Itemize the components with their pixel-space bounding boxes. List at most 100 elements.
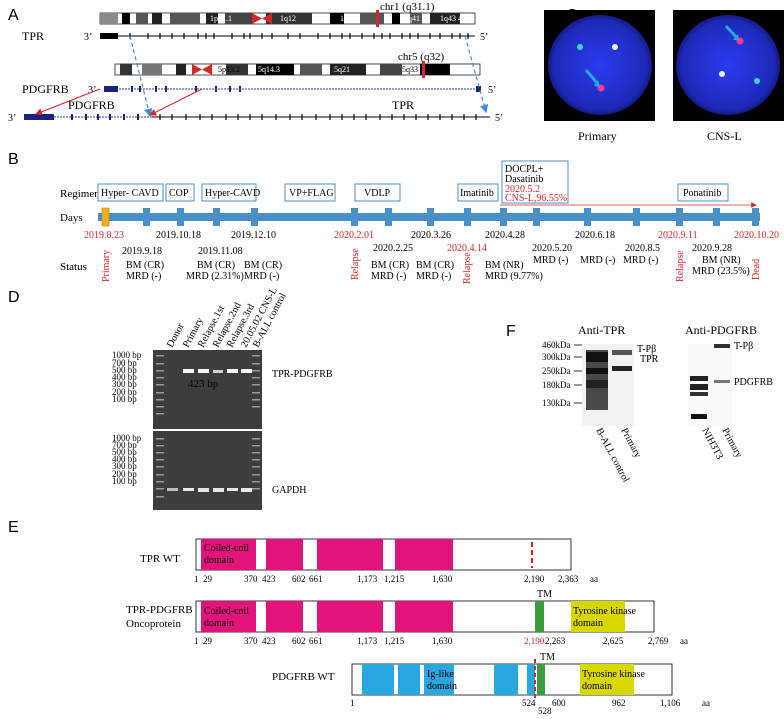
- chr1-ideogram: 1p31.1 1q12 1q31 1q41 1q43 44 chr1 (q31.…: [99, 1, 476, 27]
- tpr-gene-label: TPR: [22, 29, 44, 43]
- gel-band: [183, 488, 194, 491]
- timeline-marker: [351, 208, 358, 226]
- aa-position-label: 2,190: [524, 574, 545, 584]
- fusion-protein: TPR-PDGFRB Oncoprotein TM Coiled-coil do…: [126, 589, 688, 646]
- tpr-gene: TPR 3’ 5’: [22, 29, 488, 43]
- chr1-label: chr1 (q31.1): [380, 1, 435, 13]
- date-label: 2019.8.23: [84, 230, 124, 241]
- kda-marker-label: 460kDa: [542, 340, 571, 350]
- status-mrd: MRD (-): [533, 255, 568, 266]
- gel-band: [213, 370, 223, 373]
- aa-position-label: 1,215: [384, 574, 405, 584]
- aa-position-label: 2,190: [524, 636, 545, 646]
- regimen-box: [97, 183, 164, 202]
- kda-marker-label: 180kDa: [542, 380, 571, 390]
- status-bm: BM (NR): [702, 255, 741, 266]
- status-bm: BM (CR): [197, 260, 235, 271]
- coiled-coil-label: Coiled-coil: [204, 606, 249, 617]
- date-label: 2019.11.08: [198, 246, 243, 257]
- aa-position-label: 602: [292, 574, 306, 584]
- aa-position-label: 661: [309, 574, 323, 584]
- regimens-label: Regimens: [60, 188, 104, 200]
- aa-position-label: 370: [244, 574, 258, 584]
- tk-domain-label: domain: [582, 681, 612, 692]
- aa-position-label: 524: [522, 698, 536, 708]
- gel-band: [241, 488, 252, 492]
- regimen-box: [201, 183, 257, 202]
- tpr-tpb-label: T-Pβ: [637, 344, 656, 355]
- pdgfrb-tpb-label: T-Pβ: [734, 341, 753, 352]
- chr5-band-label: 5q34: [450, 65, 466, 74]
- regimen-box: [165, 183, 195, 202]
- aa-unit-label: aa: [680, 636, 688, 646]
- timeline-marker: [177, 208, 184, 226]
- pdgfrb-wt-protein: PDGFRB WT TM Ig-like domain Tyrosine kin…: [272, 652, 710, 716]
- date-label: 2020.4.28: [485, 230, 525, 241]
- panel-c: C Primary CNS-L: [544, 7, 784, 143]
- timeline-marker: [713, 208, 720, 226]
- ladder-label: 400 bp: [112, 372, 137, 382]
- coiled-coil-label: Coiled-coil: [204, 543, 249, 554]
- chr5-band-label: 5q21: [334, 65, 350, 74]
- kda-marker-label: 250kDa: [542, 366, 571, 376]
- fish-cnsl-label: CNS-L: [707, 129, 742, 143]
- date-label: 2020.2.25: [373, 243, 413, 254]
- chr1-band-label: 1q41: [404, 14, 420, 23]
- gene-top-label: TPR-PDGFRB: [272, 369, 333, 380]
- aa-position-label: 1,106: [660, 698, 681, 708]
- ladder-label: 1000 bp: [112, 433, 142, 443]
- aa-position-label: 29: [203, 636, 213, 646]
- cns-date: 2020.5.2: [505, 184, 540, 195]
- fusion-label: TPR-PDGFRB: [126, 604, 193, 616]
- gel-band: [183, 369, 194, 373]
- chr1-band-label: 1q43 44: [440, 14, 466, 23]
- date-label: 2020.8.5: [625, 243, 660, 254]
- aa-position-label: 1: [194, 574, 199, 584]
- aa-position-label: 600: [552, 698, 566, 708]
- panel-b-label: B: [8, 151, 19, 168]
- timeline-marker: [427, 208, 434, 226]
- timeline-marker: [464, 208, 471, 226]
- chr1-band-label: 1q31: [340, 14, 356, 23]
- aa-position-label: 1,173: [357, 636, 378, 646]
- regimen-label: VP+FLAG: [289, 188, 334, 199]
- cns-text: CNS-L,96.55%: [505, 193, 567, 204]
- ladder-label: 100 bp: [112, 476, 137, 486]
- gel-band: [198, 488, 209, 492]
- gel-band: [227, 488, 238, 491]
- chr5-band-label: 5p13.2: [218, 65, 240, 74]
- status-mrd: MRD (-): [244, 271, 279, 282]
- regimen-label: Ponatinib: [683, 188, 721, 199]
- pdgfrb-gene: PDGFRB 3’ 5’: [22, 82, 496, 96]
- chr1-band-label: 1q12: [280, 14, 296, 23]
- pdgfrb-band-label: PDGFRB: [734, 377, 773, 388]
- aa-position-label: 423: [262, 574, 276, 584]
- regimen-label: DOCPL+: [505, 164, 544, 175]
- regimen-label: Hyper- CAVD: [101, 188, 159, 199]
- regimen-box: [284, 183, 336, 202]
- status-mrd: MRD (2.31%): [186, 271, 244, 282]
- aa-position-label: 962: [612, 698, 626, 708]
- aa-position-label: 1,630: [432, 636, 453, 646]
- status-dead: Dead: [751, 259, 762, 280]
- fusion-gene: PDGFRB TPR 3’ 5’: [8, 98, 503, 124]
- aa-position-label: 1: [350, 698, 355, 708]
- timeline-marker: [213, 208, 220, 226]
- date-label: 2020.4.14: [447, 243, 487, 254]
- panel-f-label: F: [506, 323, 516, 340]
- status-mrd: MRD (-): [416, 271, 451, 282]
- aa-position-label: 29: [203, 574, 213, 584]
- tk-domain-label: Tyrosine kinase: [573, 606, 636, 617]
- timeline-marker: [676, 208, 683, 226]
- aa-position-label: 1,173: [357, 574, 378, 584]
- timeline-marker: [251, 208, 258, 226]
- ladder-label: 100 bp: [112, 394, 137, 404]
- aa-position-label: 1: [194, 636, 199, 646]
- ladder-label: 1000 bp: [112, 350, 142, 360]
- aa-position-label: 528: [538, 706, 552, 716]
- fusion-5prime: 5’: [495, 113, 503, 124]
- chr5-band-label: 5q33: [402, 65, 418, 74]
- date-label: 2019.12.10: [231, 230, 276, 241]
- status-mrd: MRD (-): [580, 255, 615, 266]
- gel-band: [241, 369, 252, 373]
